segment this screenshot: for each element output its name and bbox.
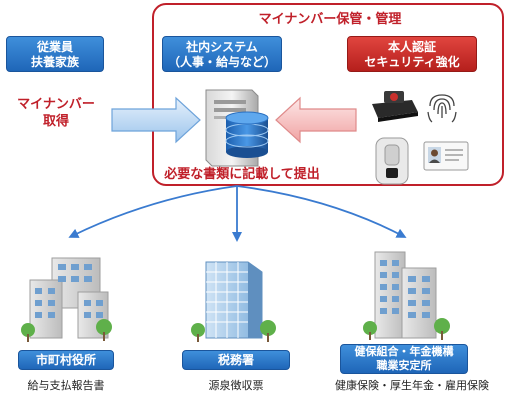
pension-office-caption: 健康保険・厚生年金・雇用保険 (335, 379, 489, 392)
municipal-office-caption: 給与支払報告書 (27, 379, 105, 392)
acquire-label-line1: マイナンバー (17, 97, 95, 112)
card-reader-icon (372, 91, 418, 122)
municipal-office-label: 市町村役所 (18, 350, 114, 370)
pension-office-building-icon (363, 251, 450, 340)
submission-note: 必要な書類に記載して提出 (164, 167, 320, 182)
internal-system-label: 社内システム (186, 40, 258, 54)
tax-office-label: 税務署 (182, 350, 290, 370)
pension-office-label-line2: 職業安定所 (376, 359, 432, 372)
security-label: セキュリティ強化 (364, 55, 460, 69)
dependents-label: 扶養家族 (30, 55, 79, 69)
panel-title: マイナンバー保管・管理 (258, 12, 402, 27)
tax-office-caption: 源泉徴収票 (208, 379, 264, 392)
pension-office-label: 健保組合・年金機構 職業安定所 (340, 344, 468, 374)
acquire-label: マイナンバー 取得 (6, 96, 106, 130)
auth-arrow (275, 96, 357, 144)
database-icon (225, 111, 269, 158)
internal-system-box: 社内システム （人事・給与など） (162, 36, 282, 72)
fingerprint-scanner-icon (375, 137, 409, 185)
authentication-label: 本人認証 (387, 40, 436, 54)
acquire-label-line2: 取得 (42, 114, 69, 129)
internal-system-sublabel: （人事・給与など） (167, 55, 276, 69)
tax-office-building-icon (191, 261, 276, 342)
fingerprint-icon (427, 94, 457, 123)
employee-label: 従業員 (36, 40, 73, 54)
authentication-box: 本人認証 セキュリティ強化 (347, 36, 477, 72)
id-card-icon (423, 141, 469, 171)
pension-office-label-line1: 健保組合・年金機構 (354, 345, 454, 358)
acquire-arrow (111, 96, 201, 144)
distribution-arrows (68, 185, 407, 242)
employee-box: 従業員 扶養家族 (6, 36, 104, 72)
municipal-office-building-icon (21, 257, 112, 342)
